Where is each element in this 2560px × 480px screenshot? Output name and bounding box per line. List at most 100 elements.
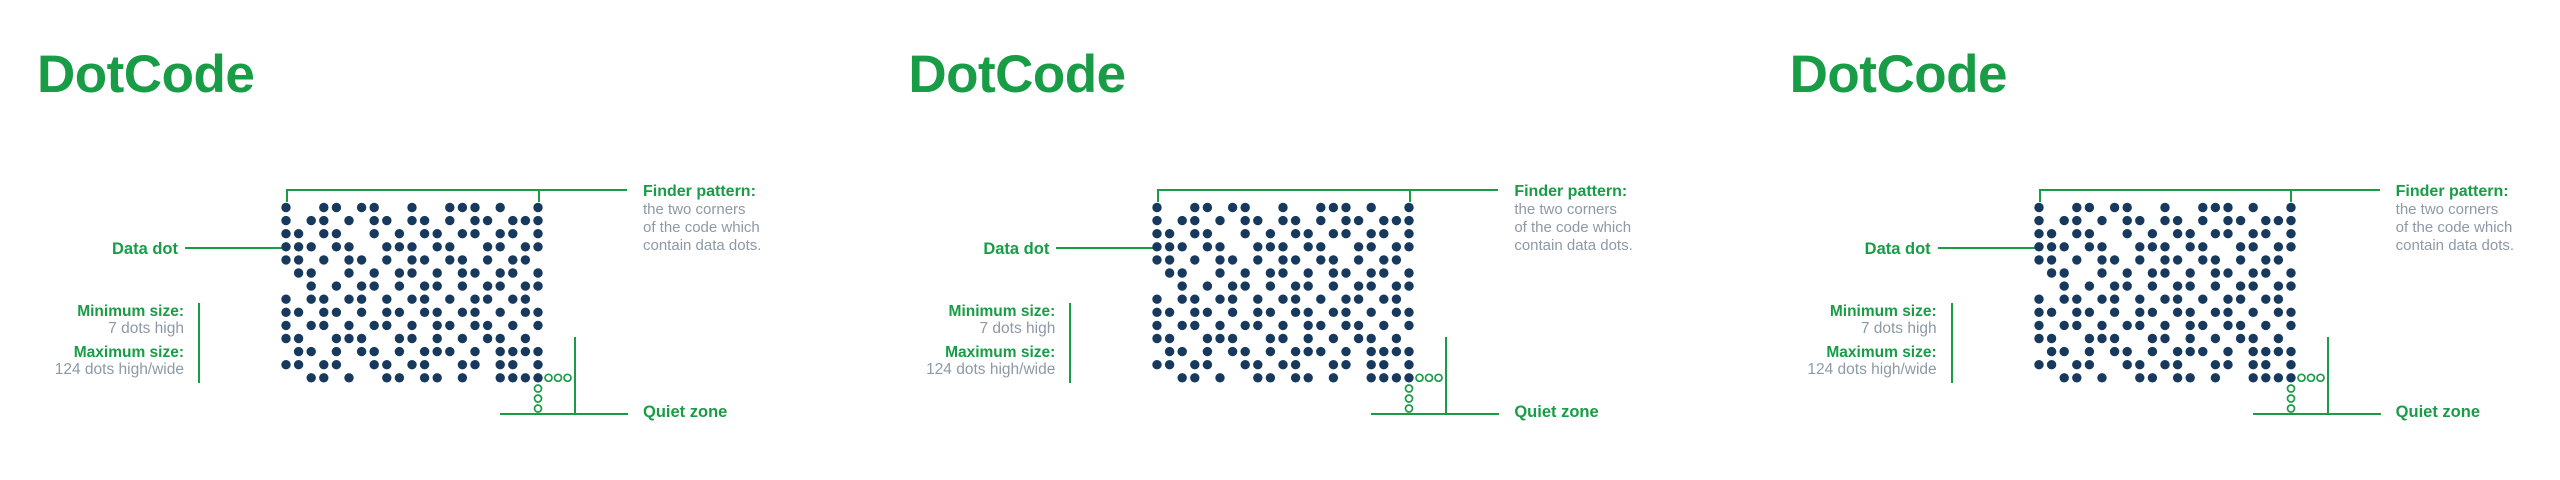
dotcode-panel-2: DotCode Finder pattern: the two corners … — [853, 0, 1706, 480]
finder-bracket-right-tick — [537, 189, 540, 202]
data-dot — [419, 294, 430, 304]
data-dot — [1190, 229, 1200, 239]
data-dot-label: Data dot — [1864, 240, 1931, 258]
data-dot — [2248, 268, 2258, 278]
finder-pattern-desc-line: of the code which — [1514, 219, 1632, 236]
quiet-zone-marker-dot — [1404, 384, 1414, 393]
data-dot — [508, 373, 518, 383]
data-dot — [508, 360, 518, 370]
data-dot — [2273, 294, 2283, 304]
data-dot — [344, 294, 354, 304]
data-dot — [2147, 281, 2157, 291]
data-dot — [2147, 307, 2157, 317]
data-dot — [2046, 255, 2056, 265]
data-dot — [2147, 373, 2157, 383]
data-dot — [1366, 268, 1377, 278]
data-dot — [306, 373, 316, 383]
data-dot — [533, 202, 543, 213]
data-dot — [2071, 202, 2082, 213]
size-bracket-line — [1950, 303, 1953, 383]
data-dot — [457, 360, 468, 370]
panel-content: DotCode Finder pattern: the two corners … — [0, 0, 853, 480]
data-dot — [319, 307, 329, 317]
data-dot — [1203, 307, 1213, 317]
data-dot — [520, 307, 531, 317]
data-dot — [1177, 320, 1188, 331]
data-dot — [1366, 373, 1377, 383]
data-dot — [508, 294, 518, 304]
data-dot — [1341, 346, 1352, 357]
data-dot — [2210, 268, 2220, 278]
data-dot — [1404, 229, 1415, 239]
data-dot — [1303, 229, 1314, 239]
data-dot — [356, 281, 367, 291]
data-dot — [470, 346, 480, 357]
data-dot — [1404, 360, 1415, 370]
data-dot — [1190, 320, 1200, 331]
quiet-zone-marker-dot — [1404, 394, 1414, 403]
data-dot — [520, 281, 531, 291]
data-dot — [369, 268, 379, 278]
quiet-zone-hline — [2252, 413, 2381, 415]
data-dot — [495, 333, 505, 344]
data-dot — [1354, 255, 1364, 265]
data-dot — [382, 373, 392, 383]
data-dot — [382, 294, 392, 304]
data-dot — [2273, 242, 2283, 252]
data-dot — [1379, 373, 1389, 383]
data-dot — [1303, 268, 1314, 278]
data-dot — [495, 268, 505, 278]
data-dot — [1266, 333, 1276, 344]
data-dot — [419, 255, 430, 265]
data-dot — [369, 281, 379, 291]
data-dot — [1253, 373, 1263, 383]
data-dot — [457, 229, 468, 239]
data-dot — [356, 294, 367, 304]
data-dot — [2222, 215, 2233, 226]
data-dot — [394, 268, 405, 278]
data-dot — [2185, 373, 2195, 383]
data-dot — [344, 268, 354, 278]
data-dot — [2185, 307, 2195, 317]
data-dot — [1215, 255, 1226, 265]
data-dot — [281, 320, 291, 331]
data-dot — [2059, 268, 2069, 278]
data-dot — [382, 242, 392, 252]
data-dot — [331, 281, 342, 291]
data-dot — [2122, 281, 2132, 291]
data-dot — [2134, 215, 2145, 226]
data-dot — [1266, 307, 1276, 317]
data-dot — [1392, 373, 1402, 383]
quiet-zone-marker-dot — [2286, 404, 2296, 413]
data-dot — [419, 346, 430, 357]
data-dot — [2273, 333, 2283, 344]
data-dot — [1165, 229, 1175, 239]
finder-bracket-left-tick — [286, 189, 288, 202]
quiet-zone-marker-dot — [544, 373, 553, 383]
data-dot — [2222, 346, 2233, 357]
data-dot — [2033, 255, 2044, 265]
data-dot — [2260, 373, 2271, 383]
data-dot — [1379, 360, 1389, 370]
data-dot — [344, 215, 354, 226]
data-dot — [520, 346, 531, 357]
data-dot — [470, 360, 480, 370]
data-dot — [1152, 242, 1163, 252]
data-dot — [1152, 215, 1163, 226]
data-dot — [2159, 202, 2170, 213]
data-dot — [407, 320, 417, 331]
data-dot — [1379, 294, 1389, 304]
data-dot — [495, 346, 505, 357]
data-dot — [1379, 255, 1389, 265]
data-dot — [1303, 320, 1314, 331]
data-dot — [1303, 373, 1314, 383]
data-dot — [331, 202, 342, 213]
data-dot — [2172, 307, 2182, 317]
data-dot — [520, 242, 531, 252]
data-dot — [1266, 242, 1276, 252]
data-dot — [1240, 202, 1251, 213]
data-dot — [293, 333, 304, 344]
data-dot — [1215, 373, 1226, 383]
data-dot — [2248, 333, 2258, 344]
maximum-size-value: 124 dots high/wide — [54, 361, 184, 378]
